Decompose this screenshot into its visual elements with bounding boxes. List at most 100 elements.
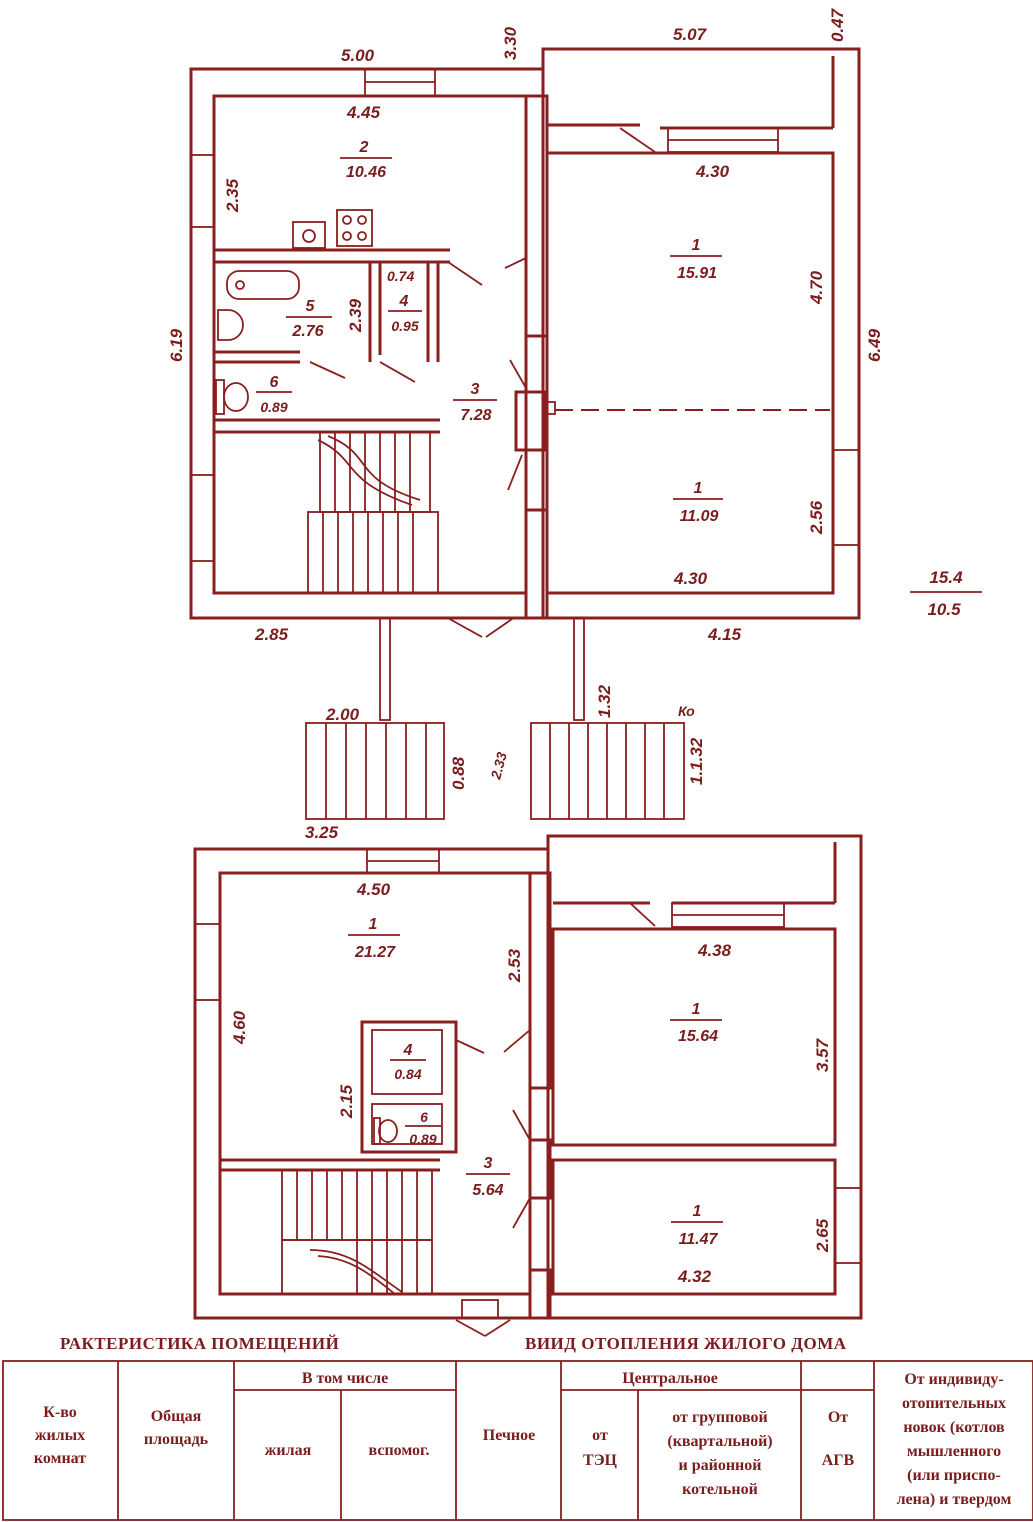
bathtub-icon — [226, 270, 300, 300]
sink-icon — [292, 221, 326, 249]
svg-text:7.28: 7.28 — [460, 407, 491, 424]
upper-right-outer-wall — [541, 47, 861, 620]
room-label-6: 6 0.89 — [256, 374, 292, 415]
svg-text:0.95: 0.95 — [391, 318, 418, 334]
scribble-note: Ко — [678, 703, 695, 719]
svg-text:и районной: и районной — [679, 1457, 762, 1474]
upper-staircase — [307, 431, 439, 594]
dim-top-left-width: 5.00 — [341, 46, 375, 65]
dim-right-porch-side: 2.33 — [487, 750, 510, 782]
room-label-5: 5 2.76 — [286, 298, 332, 340]
svg-text:6: 6 — [420, 1109, 428, 1125]
lower-right-outer-wall — [546, 834, 863, 1320]
svg-text:4: 4 — [403, 1042, 413, 1059]
col-rooms-header: К-во жилых комнат — [34, 1404, 86, 1467]
dim-lower-room1-height: 4.60 — [230, 1010, 249, 1045]
dim-room2-height: 2.35 — [223, 178, 242, 213]
svg-text:0.89: 0.89 — [260, 399, 287, 415]
lower-floor-plan: 3.25 4.50 4.60 2.53 2.15 4.38 3.57 2.65 … — [193, 823, 863, 1337]
dim-lower-top-width: 3.25 — [305, 823, 339, 842]
window-left-2 — [190, 474, 215, 562]
svg-text:3: 3 — [484, 1155, 493, 1172]
lower-staircase — [281, 1169, 433, 1295]
toilet-icon — [215, 379, 249, 415]
svg-text:(квартальной): (квартальной) — [667, 1433, 772, 1450]
porches: 2.00 0.88 1.32 1.1.32 2.33 Ко — [305, 617, 706, 820]
dim-room1b-width: 4.30 — [673, 569, 708, 588]
svg-text:11.09: 11.09 — [680, 508, 719, 525]
svg-text:от групповой: от групповой — [672, 1409, 767, 1426]
svg-text:0.89: 0.89 — [409, 1131, 436, 1147]
svg-text:0.84: 0.84 — [394, 1066, 421, 1082]
table-title-right: ВИИД ОТОПЛЕНИЯ ЖИЛОГО ДОМА — [525, 1334, 847, 1353]
col-aux-header: вспомог. — [369, 1442, 430, 1459]
room-label-2: 2 10.46 — [340, 139, 392, 181]
dim-lower-wall-253: 2.53 — [505, 948, 524, 983]
svg-text:6: 6 — [270, 374, 279, 391]
upper-corridor-wall — [524, 94, 549, 338]
svg-text:4: 4 — [399, 293, 409, 310]
dim-room1a-width: 4.30 — [695, 162, 730, 181]
col-total-header: Общая площадь — [144, 1408, 209, 1448]
svg-text:2.76: 2.76 — [291, 323, 323, 340]
svg-text:мышленного: мышленного — [907, 1443, 1001, 1460]
dim-lower-room1-width: 4.50 — [356, 880, 391, 899]
svg-text:15.4: 15.4 — [929, 568, 963, 587]
dim-bath-height: 2.39 — [346, 298, 365, 333]
group-incl-header: В том числе — [302, 1370, 388, 1387]
dim-lower-room1b-height: 3.57 — [813, 1037, 832, 1072]
dim-bottom-left: 2.85 — [254, 625, 289, 644]
svg-text:К-во: К-во — [43, 1404, 76, 1421]
svg-text:21.27: 21.27 — [354, 944, 396, 961]
lower-room-label-6: 6 0.89 — [405, 1109, 441, 1147]
svg-text:1: 1 — [694, 480, 703, 497]
lower-window-right — [834, 1187, 862, 1264]
svg-text:10.5: 10.5 — [927, 600, 961, 619]
lower-toilet-icon — [373, 1117, 398, 1145]
room-label-1b: 1 11.09 — [673, 480, 723, 525]
svg-text:2: 2 — [359, 139, 369, 156]
window-left-1 — [190, 154, 215, 228]
dim-room2-width: 4.45 — [346, 103, 381, 122]
col-agv-header: От АГВ — [822, 1409, 855, 1469]
svg-text:15.64: 15.64 — [678, 1028, 718, 1045]
dim-top-right-width: 5.07 — [673, 25, 708, 44]
col-group-header: от групповой (квартальной) и районной ко… — [667, 1409, 772, 1498]
svg-text:5: 5 — [306, 298, 316, 315]
dim-left-porch-depth: 0.88 — [449, 756, 468, 790]
svg-text:1: 1 — [692, 1001, 701, 1018]
col-indiv-header: От индивиду- отопительных новок (котлов … — [897, 1371, 1012, 1508]
lower-stove — [528, 1138, 552, 1200]
svg-text:лена) и твердом: лена) и твердом — [897, 1491, 1012, 1508]
right-porch-stairs — [530, 722, 685, 820]
stove-icon — [336, 209, 373, 247]
dim-right-porch-small: 1.32 — [595, 684, 614, 718]
dim-lower-room1c-width: 4.32 — [677, 1267, 712, 1286]
room-label-1a: 1 15.91 — [670, 237, 722, 282]
col-tec-header: от ТЭЦ — [583, 1427, 618, 1469]
dim-right-porch-depth: 1.1.32 — [687, 737, 706, 785]
characteristics-table: РАКТЕРИСТИКА ПОМЕЩЕНИЙ ВИИД ОТОПЛЕНИЯ ЖИ… — [2, 1334, 1033, 1521]
svg-text:От индивиду-: От индивиду- — [904, 1371, 1003, 1388]
svg-text:1: 1 — [369, 916, 378, 933]
lower-room-label-1: 1 21.27 — [348, 916, 400, 961]
svg-text:ТЭЦ: ТЭЦ — [583, 1452, 618, 1469]
total-area-fraction: 15.4 10.5 — [910, 568, 982, 619]
svg-text:котельной: котельной — [682, 1481, 758, 1498]
svg-text:комнат: комнат — [34, 1450, 86, 1467]
lower-left-inner-wall — [218, 871, 532, 1296]
svg-text:10.46: 10.46 — [346, 164, 386, 181]
dim-left-porch-width: 2.00 — [325, 705, 360, 724]
svg-text:от: от — [592, 1427, 608, 1444]
group-central-header: Центральное — [622, 1370, 718, 1387]
dim-top-gap: 3.30 — [501, 26, 520, 60]
lower-room-label-3: 3 5.64 — [466, 1155, 510, 1199]
upper-right-inner-wall — [545, 151, 835, 595]
dim-lower-room1c-height: 2.65 — [813, 1218, 832, 1253]
dim-lower-room1b-width: 4.38 — [697, 941, 732, 960]
lower-room-label-1b: 1 15.64 — [670, 1001, 722, 1045]
svg-text:Общая: Общая — [151, 1408, 202, 1425]
dim-room1b-height: 2.56 — [807, 500, 826, 535]
svg-text:От: От — [828, 1409, 848, 1426]
stove — [514, 390, 548, 452]
